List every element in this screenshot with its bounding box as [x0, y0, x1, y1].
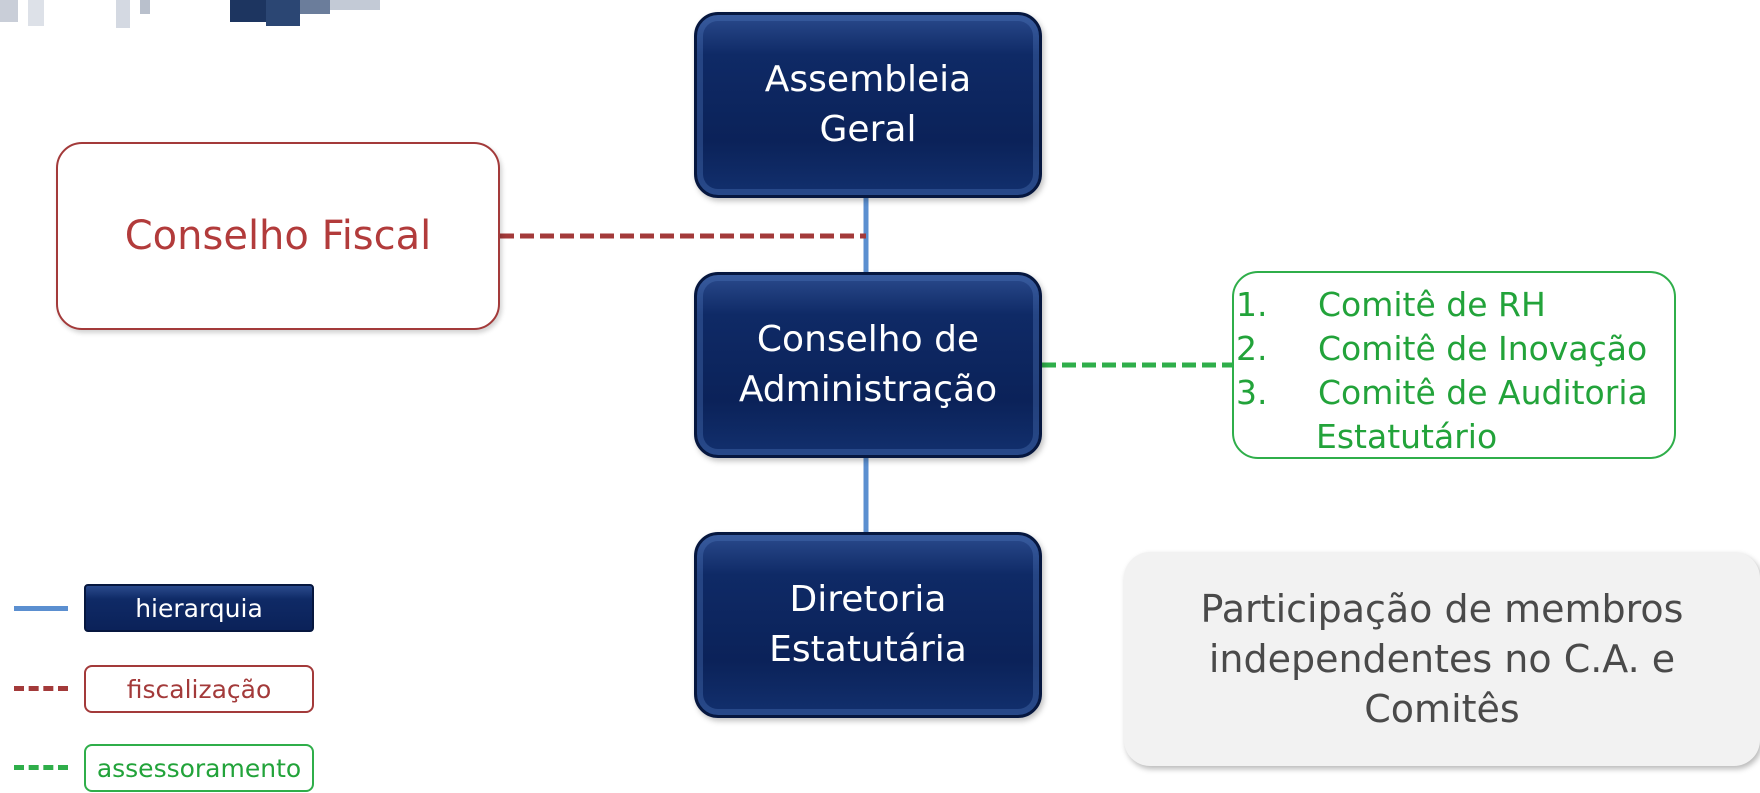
legend-fiscal-line — [14, 686, 68, 691]
comite-item: 3. Comitê de Auditoria — [1234, 371, 1674, 415]
legend-hierarchy-line — [14, 606, 68, 611]
comite-number: 1. — [1236, 285, 1268, 324]
independent-members-note: Participação de membros independentes no… — [1124, 552, 1760, 766]
legend-hierarchy-label: hierarquia — [135, 593, 263, 623]
note-line-1: Participação de membros — [1200, 587, 1684, 631]
assembleia-line-1: Assembleia — [764, 59, 972, 100]
assembleia-geral-box: Assembleia Geral — [694, 12, 1042, 198]
assembleia-line-2: Geral — [819, 109, 917, 150]
diretoria-line-2: Estatutária — [769, 629, 967, 670]
comites-box: 1. Comitê de RH 2. Comitê de Inovação 3.… — [1232, 271, 1676, 459]
conselho-adm-line-2: Administração — [738, 369, 998, 410]
diretoria-estatutaria-box: Diretoria Estatutária — [694, 532, 1042, 718]
conselho-administracao-box: Conselho de Administração — [694, 272, 1042, 458]
legend-advisory-box: assessoramento — [84, 744, 314, 792]
conselho-fiscal-box: Conselho Fiscal — [56, 142, 500, 330]
conselho-adm-line-1: Conselho de — [756, 319, 980, 360]
comite-number: 2. — [1236, 329, 1268, 368]
conselho-fiscal-label: Conselho Fiscal — [124, 213, 432, 259]
note-line-3: Comitês — [1364, 687, 1520, 731]
comite-number: 3. — [1236, 373, 1268, 412]
comite-label-continuation: Estatutário — [1316, 417, 1498, 456]
comite-label: Comitê de Auditoria — [1318, 373, 1648, 412]
legend-advisory-line — [14, 765, 68, 770]
legend-advisory-label: assessoramento — [96, 753, 302, 783]
legend-hierarchy-box: hierarquia — [84, 584, 314, 632]
legend-fiscal-label: fiscalização — [126, 674, 272, 704]
comite-item: 2. Comitê de Inovação — [1234, 327, 1674, 371]
comite-label: Comitê de RH — [1318, 285, 1546, 324]
note-line-2: independentes no C.A. e — [1208, 637, 1676, 681]
diretoria-line-1: Diretoria — [789, 579, 947, 620]
legend-fiscal-box: fiscalização — [84, 665, 314, 713]
comite-label: Comitê de Inovação — [1318, 329, 1648, 368]
decorative-header-image — [0, 0, 380, 28]
comite-item: 1. Comitê de RH — [1234, 283, 1674, 327]
